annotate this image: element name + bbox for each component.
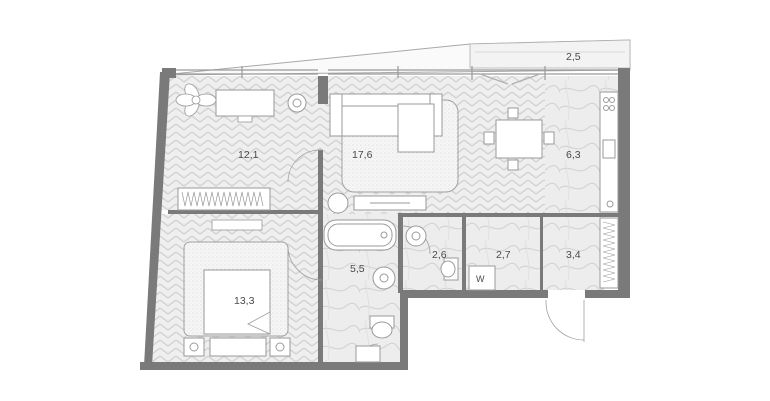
lamp-icon xyxy=(287,93,307,113)
shower-tray xyxy=(355,345,381,363)
room-labels: 12,1 17,6 6,3 5,5 2,6 2,7 3,4 13,3 2,5 W xyxy=(234,51,581,307)
walls xyxy=(140,68,630,370)
area-label-kitchen: 6,3 xyxy=(566,149,581,161)
area-label-bedroom-1: 12,1 xyxy=(238,149,259,161)
kitchen-counter xyxy=(599,91,619,213)
area-label-bedroom-2: 13,3 xyxy=(234,295,255,307)
tv-stand xyxy=(327,192,427,214)
bathtub xyxy=(323,219,397,251)
wardrobe xyxy=(177,187,271,211)
sofa xyxy=(329,93,443,153)
washbasin xyxy=(372,266,396,290)
dining-table xyxy=(483,107,555,171)
area-label-hall: 2,7 xyxy=(496,249,511,261)
washing-machine xyxy=(468,265,496,291)
washer-label: W xyxy=(476,274,485,284)
area-label-living-room: 17,6 xyxy=(352,149,373,161)
bedside-tables xyxy=(183,337,291,357)
area-label-balcony: 2,5 xyxy=(566,51,581,63)
wc-sink xyxy=(405,225,427,247)
area-label-entry: 3,4 xyxy=(566,249,581,261)
wc-toilet xyxy=(440,257,459,281)
windows xyxy=(176,66,618,85)
area-label-wc: 2,6 xyxy=(432,249,447,261)
bed xyxy=(183,219,289,337)
entry-wardrobe xyxy=(599,217,619,289)
area-label-bathroom: 5,5 xyxy=(350,263,365,275)
desk xyxy=(215,89,275,123)
plant-icon xyxy=(175,83,217,117)
balcony xyxy=(161,39,631,76)
toilet xyxy=(369,315,395,339)
